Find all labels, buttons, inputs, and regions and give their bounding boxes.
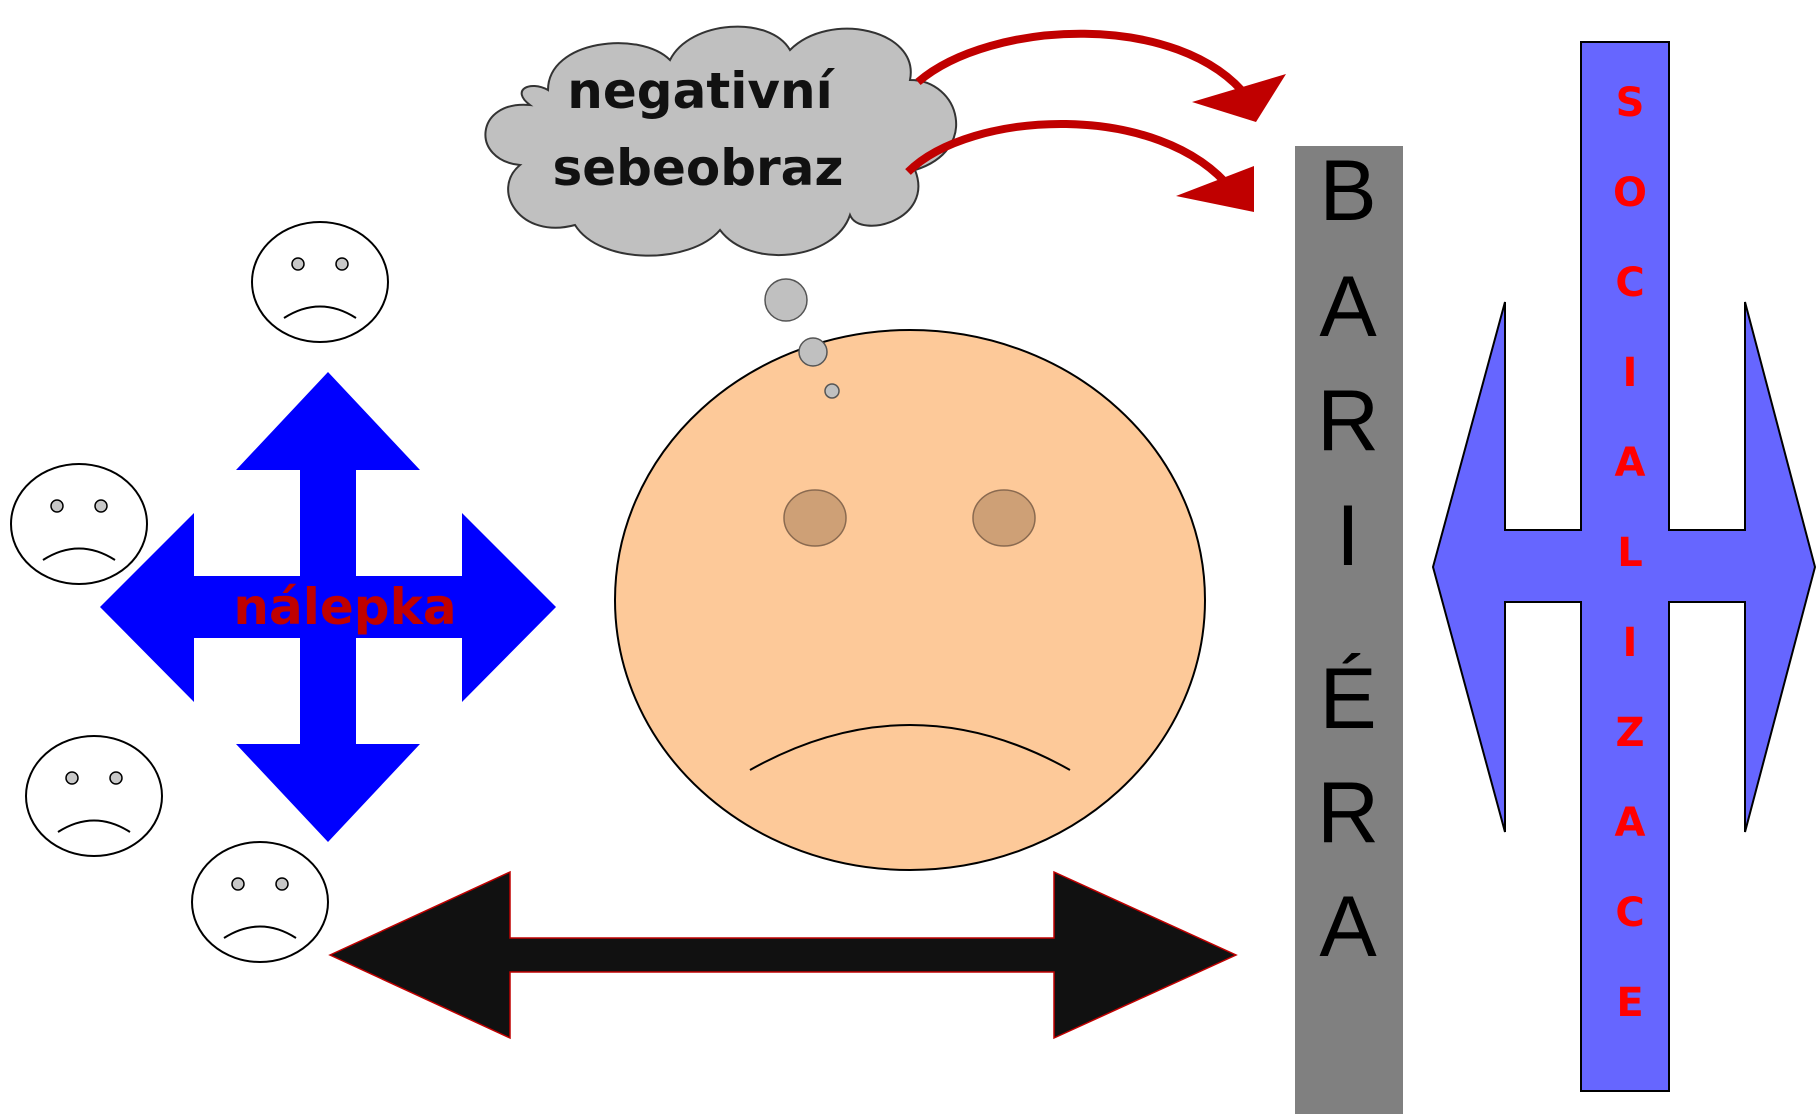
soc-letter: O [1613, 170, 1647, 216]
soc-letter: A [1615, 800, 1646, 846]
barrier-letter: R [1317, 765, 1379, 861]
soc-letter: S [1616, 80, 1645, 126]
right-eye [972, 489, 1036, 547]
small-sad-face-3 [25, 735, 163, 857]
curved-arrow-lower [905, 120, 1254, 212]
small-sad-face-1 [251, 221, 389, 343]
barrier-letter: R [1317, 373, 1379, 469]
thought-bubble-small [824, 383, 840, 399]
small-sad-face-2 [10, 463, 148, 585]
barrier-letters: B A R I É R A [1317, 143, 1379, 975]
double-headed-arrow [328, 870, 1238, 1040]
big-sad-face [614, 329, 1206, 871]
barrier-letter: I [1336, 488, 1360, 584]
soc-letter: E [1616, 980, 1643, 1026]
cloud-text-line2: sebeobraz [552, 139, 843, 197]
barrier-letter: É [1319, 651, 1376, 747]
thought-bubble-medium [798, 337, 828, 367]
soc-letter: Z [1615, 710, 1644, 756]
label-nalepka: nálepka [233, 578, 456, 636]
cloud-text-line1: negativní [567, 62, 835, 120]
soc-letter: I [1623, 350, 1638, 396]
thought-cloud: negativní sebeobraz [484, 25, 958, 257]
soc-letter: C [1615, 890, 1644, 936]
socialization-letters: S O C I A L I Z A C E [1613, 80, 1647, 1026]
soc-letter: A [1615, 440, 1646, 486]
left-eye [783, 489, 847, 547]
four-way-arrow [100, 372, 556, 842]
soc-letter: L [1617, 530, 1643, 576]
thought-bubble-large [764, 278, 808, 322]
barrier-letter: B [1319, 143, 1376, 239]
small-sad-face-4 [191, 841, 329, 963]
socialization-shape [1431, 41, 1816, 1092]
barrier-letter: A [1319, 259, 1377, 355]
frown-mouth [749, 724, 1071, 771]
barrier-bar [1295, 146, 1403, 1114]
soc-letter: C [1615, 260, 1644, 306]
barrier-letter: A [1319, 879, 1377, 975]
curved-arrow-upper [915, 29, 1286, 122]
soc-letter: I [1623, 620, 1638, 666]
